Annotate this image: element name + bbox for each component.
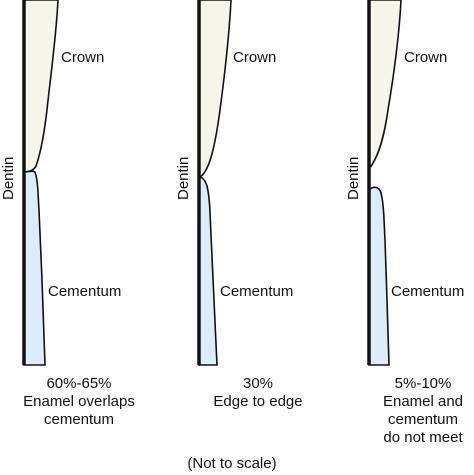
root-cementum (368, 186, 390, 366)
crown-label: Crown (61, 49, 104, 66)
crown-enamel (368, 0, 402, 169)
cementum-label: Cementum (48, 283, 121, 300)
root-cementum (198, 176, 218, 366)
crown-label: Crown (233, 49, 276, 66)
caption-line: Edge to edge (213, 393, 302, 410)
crown-enamel (23, 0, 59, 173)
percent-label: 30% (243, 375, 273, 392)
cementum-label: Cementum (220, 283, 293, 300)
crown-label: Crown (404, 49, 447, 66)
caption-line: cementum (388, 411, 458, 428)
panel-overlap: Dentin Crown Cementum 60%-65% Enamel ove… (0, 0, 135, 428)
dentin-label: Dentin (345, 157, 362, 200)
panel-edge-to-edge: Dentin Crown Cementum 30% Edge to edge (175, 0, 303, 410)
caption-line: Enamel overlaps (23, 393, 135, 410)
crown-enamel (198, 0, 232, 178)
footnote: (Not to scale) (187, 455, 276, 472)
percent-label: 5%-10% (395, 375, 452, 392)
caption-line: Enamel and (383, 393, 463, 410)
caption-line: do not meet (383, 429, 463, 446)
caption-line: cementum (44, 411, 114, 428)
panel-do-not-meet: Dentin Crown Cementum 5%-10% Enamel and … (345, 0, 464, 446)
root-cementum (23, 170, 46, 366)
dentin-label: Dentin (0, 157, 17, 200)
cementum-label: Cementum (391, 283, 464, 300)
dentin-label: Dentin (175, 157, 192, 200)
percent-label: 60%-65% (46, 375, 111, 392)
